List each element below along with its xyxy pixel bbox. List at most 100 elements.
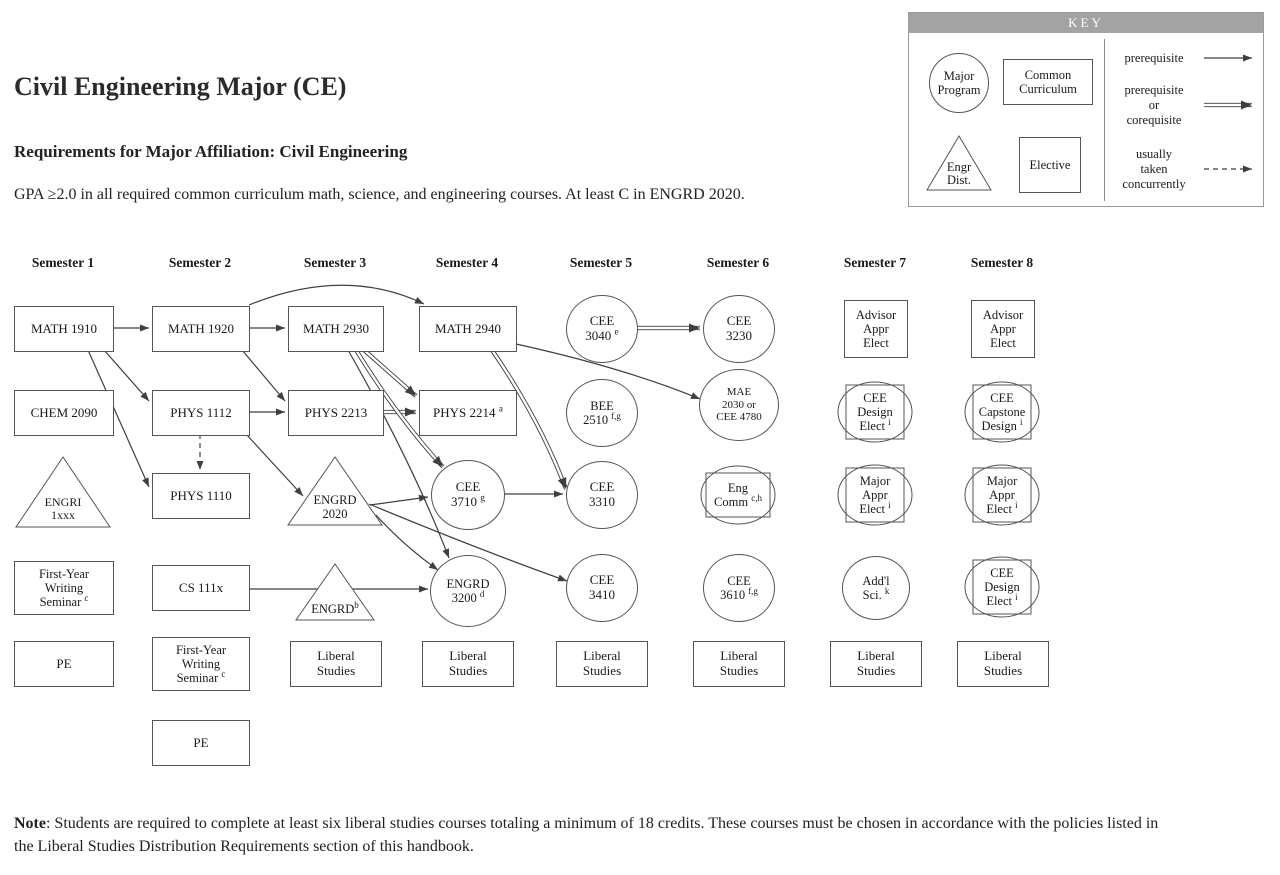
edge-engrd-2020-to-engrd-3200: [375, 514, 439, 571]
semester-header-7: Semester 7: [843, 255, 907, 270]
key-prerequisite-label: prerequisite: [1124, 51, 1184, 65]
node-math-2940: MATH 2940: [419, 306, 517, 352]
node-label: MATH 2940: [434, 320, 502, 336]
semester-header-3: Semester 3: [303, 255, 367, 270]
concurrent-arrow-icon: [1204, 165, 1252, 173]
node-label: ENGRDb: [311, 599, 359, 616]
node-cs-111x: CS 111x: [152, 565, 250, 611]
edge-cee-3710-to-cee-3310: [504, 490, 563, 498]
footnote: Note: Students are required to complete …: [14, 812, 1162, 858]
edge-math-1920-to-math-2940: [248, 284, 425, 306]
key-elective-shape: Elective: [1019, 137, 1081, 193]
edge-phys-1112-to-phys-2213: [248, 408, 285, 416]
prerequisite-arrow-icon: [1204, 54, 1252, 62]
combo-shape: [837, 464, 913, 526]
node-label: PHYS 2214 a: [433, 404, 503, 420]
node-pe-1: PE: [14, 641, 114, 687]
node-label: MATH 1910: [30, 320, 98, 336]
triangle-shape: [295, 563, 375, 621]
key-elective-label: Elective: [1029, 157, 1071, 172]
triangle-shape: [15, 456, 111, 528]
node-label: CS 111x: [178, 579, 224, 595]
node-phys-1110: PHYS 1110: [152, 473, 250, 519]
footnote-text: : Students are required to complete at l…: [14, 815, 1159, 856]
node-label: PHYS 2213: [304, 404, 368, 420]
prereq-or-coreq-arrow-icon: [1204, 100, 1252, 110]
combo-shape: [964, 381, 1040, 443]
semester-header-4: Semester 4: [435, 255, 499, 270]
semester-header-6: Semester 6: [706, 255, 770, 270]
combo-shape: [837, 381, 913, 443]
node-math-1920: MATH 1920: [152, 306, 250, 352]
key-title: KEY: [909, 13, 1263, 33]
node-chem-2090: CHEM 2090: [14, 390, 114, 436]
node-phys-1112: PHYS 1112: [152, 390, 250, 436]
edge-math-2930-to-engrd-3200: [347, 349, 450, 559]
node-phys-2213: PHYS 2213: [288, 390, 384, 436]
node-label: PHYS 1112: [170, 404, 232, 420]
node-label: PE: [56, 655, 72, 671]
node-phys-2214: PHYS 2214 a: [419, 390, 517, 436]
key-divider: [1104, 39, 1105, 201]
edge-cee-3040-to-cee-3230: [637, 323, 700, 333]
node-label: CHEM 2090: [30, 404, 98, 420]
edge-math-1910-to-math-1920: [112, 324, 149, 332]
edge-phys-1112-to-phys-1110: [196, 434, 204, 470]
key-arrow-sample-double: [1204, 100, 1252, 110]
combo-shape: [964, 556, 1040, 618]
edge-math-1920-to-math-2930: [248, 324, 285, 332]
triangle-icon: [926, 135, 992, 191]
footnote-label: Note: [14, 815, 46, 832]
semester-header-8: Semester 8: [970, 255, 1034, 270]
